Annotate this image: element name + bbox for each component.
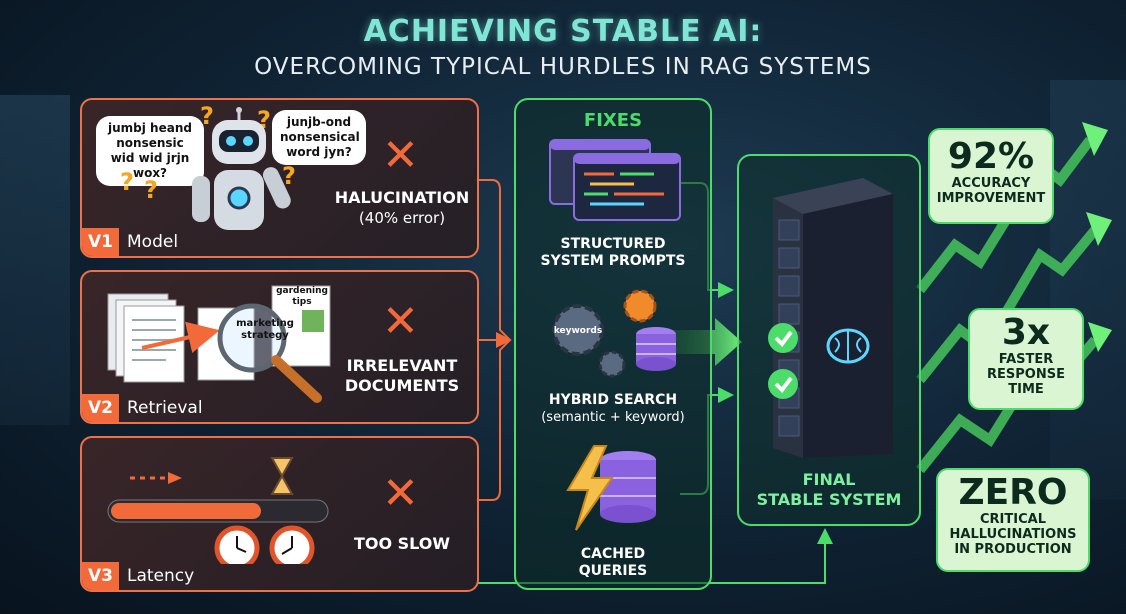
latency-visual	[107, 457, 329, 564]
stopwatch-icon	[214, 525, 260, 564]
error-x-icon: ✕	[382, 130, 419, 181]
stat-accuracy: 92% ACCURACY IMPROVEMENT	[928, 128, 1054, 224]
server-brain-icon	[768, 178, 893, 458]
growth-arrow	[916, 226, 1099, 384]
error-x-icon: ✕	[382, 468, 419, 519]
problem-label: HALUCINATION (40% error)	[334, 188, 470, 227]
lightning-database-icon	[566, 445, 656, 531]
problem-card-model: jumbj heand nonsensic wid wid jrjn wox? …	[80, 98, 479, 258]
hourglass-icon	[270, 457, 294, 495]
gear-database-icon	[552, 289, 676, 378]
brain-icon	[826, 328, 870, 364]
problem-label: IRRELEVANT DOCUMENTS	[344, 356, 460, 395]
documents-icon	[107, 285, 331, 403]
background-window	[0, 95, 70, 425]
speech-bubble: junjb-ond nonsensical word jyn?	[272, 110, 366, 165]
problem-label: TOO SLOW	[353, 534, 451, 553]
stopwatch-icon	[269, 525, 315, 564]
error-x-icon: ✕	[382, 296, 419, 347]
problem-connector	[475, 339, 511, 501]
page-title: ACHIEVING STABLE AI:	[363, 14, 763, 49]
doc-label: gardening tips	[276, 286, 328, 307]
question-mark-icon: ?	[200, 102, 214, 130]
question-mark-icon: ?	[282, 162, 296, 190]
robot-icon	[192, 107, 291, 230]
stat-hallucinations: ZERO CRITICAL HALLUCINATIONS IN PRODUCTI…	[936, 468, 1090, 572]
problem-card-retrieval: marketing strategy gardening tips ✕ IRRE…	[80, 270, 479, 424]
gear-label: keywords	[553, 326, 603, 336]
problem-connector	[475, 179, 511, 341]
code-window-icon	[549, 139, 681, 221]
doc-label: marketing strategy	[236, 318, 294, 341]
page-subtitle: OVERCOMING TYPICAL HURDLES IN RAG SYSTEM…	[254, 54, 872, 80]
fix-label: HYBRID SEARCH(semantic + keyword)	[541, 392, 685, 425]
stat-speed: 3x FASTER RESPONSE TIME	[968, 308, 1084, 410]
question-mark-icon: ?	[144, 176, 158, 204]
speech-bubble: jumbj heand nonsensic wid wid jrjn wox?	[96, 116, 204, 186]
question-mark-icon: ?	[120, 168, 134, 196]
fixes-heading: FIXES	[583, 110, 643, 131]
